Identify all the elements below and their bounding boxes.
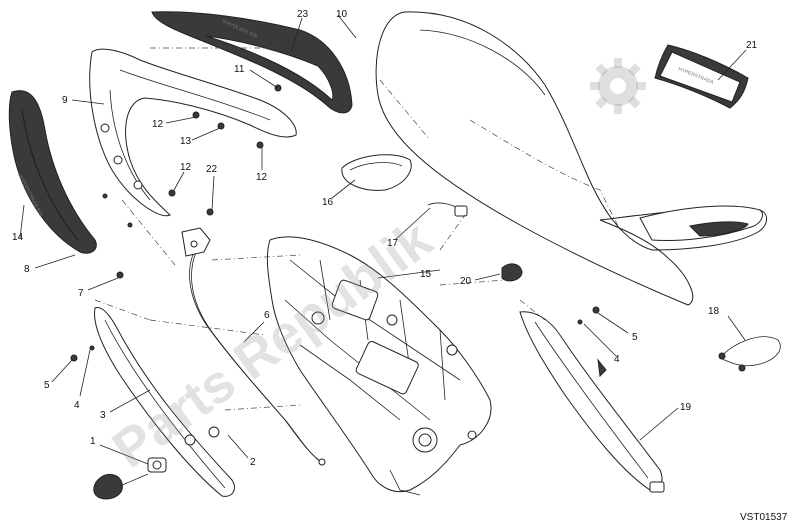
helmet-cable-18[interactable] [718, 336, 781, 372]
passenger-grab-handle[interactable] [89, 48, 297, 217]
leader-lines [19, 14, 747, 465]
assembly-lines [94, 47, 546, 411]
right-side-panel[interactable] [519, 311, 665, 493]
seat-pad[interactable] [341, 154, 412, 191]
callout-22: 22 [206, 164, 218, 175]
callout-3: 3 [100, 410, 106, 421]
rear-frame-assembly[interactable] [266, 236, 492, 496]
left-side-panel[interactable]: HYPERSTRADA 939 [8, 90, 97, 254]
callout-6: 6 [264, 310, 270, 321]
callout-12-top: 12 [152, 119, 164, 130]
callout-5-right: 5 [632, 332, 638, 343]
callout-8: 8 [24, 264, 30, 275]
callout-11: 11 [234, 64, 245, 75]
gear-icon [590, 58, 646, 114]
callout-10: 10 [336, 9, 348, 20]
callout-2: 2 [250, 457, 256, 468]
bracket-22[interactable] [181, 227, 211, 257]
cable-17[interactable] [427, 202, 468, 217]
owners-manual[interactable]: HYPERSTRADA [654, 44, 749, 109]
reference-code: VST01537 [740, 512, 788, 523]
callout-19: 19 [680, 402, 692, 413]
callout-5-left: 5 [44, 380, 50, 391]
callout-16: 16 [322, 197, 334, 208]
left-lower-cover[interactable] [94, 306, 235, 497]
callout-13: 13 [180, 136, 192, 147]
callout-21: 21 [746, 40, 758, 51]
callout-15: 15 [420, 269, 432, 280]
callout-4-left: 4 [74, 400, 80, 411]
seat-lock-with-key[interactable] [93, 457, 167, 500]
fasteners [70, 84, 600, 362]
callout-12-right: 12 [256, 172, 268, 183]
seat-release-cable[interactable] [189, 249, 326, 466]
callout-7: 7 [78, 288, 84, 299]
callout-12-mid: 12 [180, 162, 192, 173]
tail-cover[interactable]: DIAVOLSKE 939 [151, 11, 353, 114]
callout-14: 14 [12, 232, 24, 243]
callout-9: 9 [62, 95, 68, 106]
callout-18: 18 [708, 306, 720, 317]
rubber-pad-20[interactable] [501, 263, 523, 282]
callout-23: 23 [297, 9, 309, 20]
callout-4-right: 4 [614, 354, 620, 365]
callout-1: 1 [90, 436, 96, 447]
callout-labels: 1 2 3 4 4 5 5 6 7 8 9 10 11 12 12 12 13 … [12, 9, 758, 468]
callout-20: 20 [460, 276, 472, 287]
callout-17: 17 [387, 238, 399, 249]
seat[interactable] [375, 11, 767, 306]
